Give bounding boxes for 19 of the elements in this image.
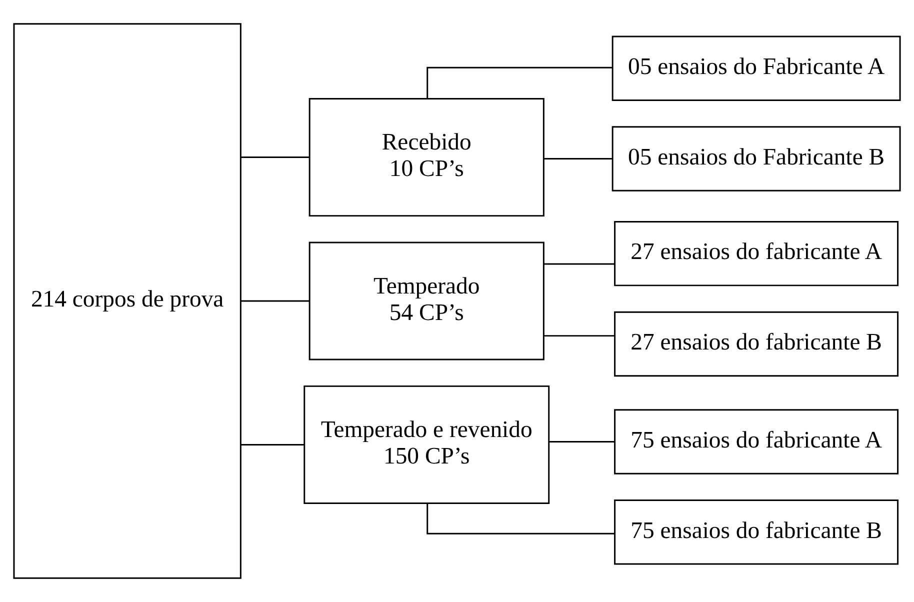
connector [426, 504, 614, 534]
node-box: 05 ensaios do Fabricante A [612, 36, 901, 101]
node-box: Temperado e revenido 150 CP’s [304, 385, 550, 504]
node-box: Temperado 54 CP’s [308, 242, 544, 360]
node-box: 214 corpos de prova [13, 23, 242, 579]
node-box: Recebido 10 CP’s [308, 98, 544, 217]
node-box: 27 ensaios do fabricante A [614, 220, 899, 286]
connector [548, 441, 615, 442]
connector [240, 444, 304, 446]
connector [544, 263, 615, 265]
connector [240, 300, 310, 302]
node-box: 75 ensaios do fabricante B [614, 500, 899, 565]
connector [240, 156, 310, 158]
connector [426, 66, 612, 98]
connector [544, 158, 612, 160]
node-box: 27 ensaios do fabricante B [614, 311, 899, 377]
node-box: 75 ensaios do fabricante A [614, 409, 899, 474]
connector [544, 335, 615, 337]
node-box: 05 ensaios do Fabricante B [612, 126, 901, 192]
